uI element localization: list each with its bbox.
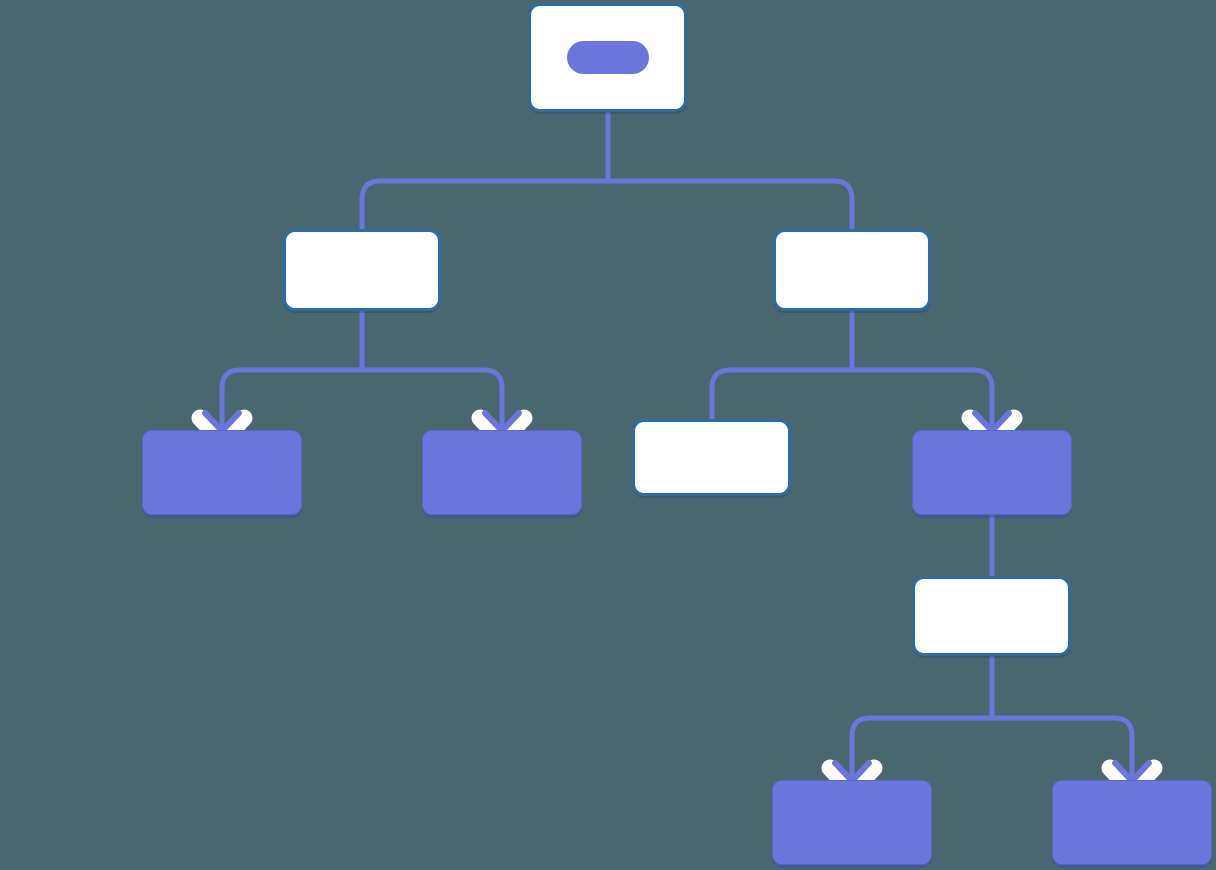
edge-left-to-leaf2 — [362, 367, 505, 432]
terminal-node-white[interactable] — [632, 419, 791, 496]
edge-root-to-left — [359, 178, 608, 229]
leaf-node-1[interactable] — [142, 430, 302, 515]
leaf-node-3[interactable] — [772, 780, 932, 865]
branch-node-right-child[interactable] — [912, 430, 1072, 515]
edge-deep-to-leaf4 — [992, 715, 1135, 782]
branch-node-deep[interactable] — [912, 576, 1071, 656]
root-node-pill — [567, 41, 649, 74]
edge-right-to-child — [852, 367, 995, 432]
edge-root-to-right — [608, 178, 855, 229]
branch-node-left[interactable] — [283, 229, 441, 311]
edge-deep-to-leaf3 — [849, 715, 992, 782]
edge-left-to-leaf1 — [219, 367, 362, 432]
branch-node-right[interactable] — [773, 229, 931, 311]
leaf-node-2[interactable] — [422, 430, 582, 515]
root-node[interactable] — [528, 3, 687, 112]
edge-right-to-terminal — [709, 367, 852, 419]
leaf-node-4[interactable] — [1052, 780, 1212, 865]
